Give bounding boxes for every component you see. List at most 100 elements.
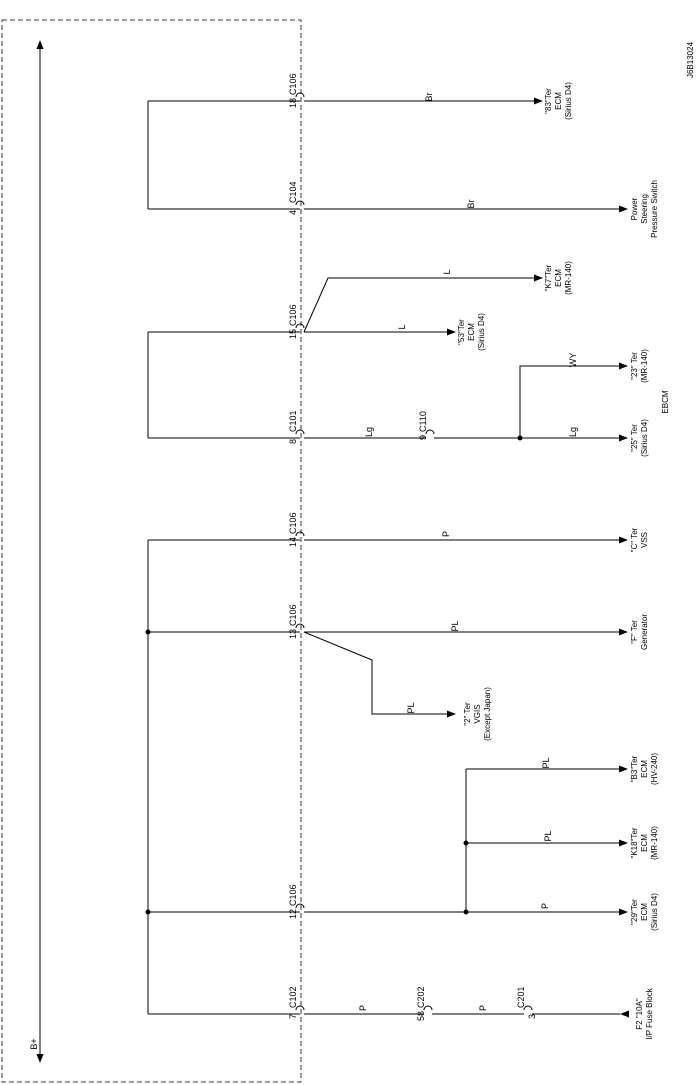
terminal-generator: "F" Ter Generator bbox=[630, 614, 649, 650]
wire-color-label: Br bbox=[466, 199, 476, 208]
junction-dot bbox=[145, 629, 151, 635]
terminal-line: VSS bbox=[640, 532, 649, 548]
terminal-line: (HV-240) bbox=[650, 753, 659, 785]
terminal-line: ECM bbox=[554, 92, 563, 110]
terminal-line: "2" Ter bbox=[463, 702, 472, 726]
terminal-line: ECM bbox=[467, 323, 476, 341]
connector-pin: 13 bbox=[288, 629, 298, 639]
connector-name: C106 bbox=[288, 304, 298, 326]
terminal-arrow bbox=[619, 765, 628, 773]
connector-pin: 58 bbox=[416, 1011, 426, 1021]
connector-symbol bbox=[425, 429, 435, 435]
wire-color-label: P bbox=[441, 531, 451, 537]
connector-symbol bbox=[295, 92, 305, 98]
terminal-line: F2 "10A" bbox=[635, 998, 644, 1030]
connector-symbol bbox=[295, 429, 305, 435]
terminal-ecm-83: "83"Ter ECM (Sirius D4) bbox=[544, 82, 573, 120]
connector-name: C106 bbox=[288, 604, 298, 626]
bplus-bus-arrow-bottom bbox=[36, 1054, 44, 1063]
terminal-power-steering-switch: Power Steering Pressure Switch bbox=[630, 180, 659, 238]
terminal-arrow bbox=[619, 908, 628, 916]
terminal-line: (Sirius D4) bbox=[477, 313, 486, 351]
fuse-arrow bbox=[620, 1010, 629, 1018]
terminal-arrow bbox=[619, 205, 628, 213]
connector-pin: 15 bbox=[288, 329, 298, 339]
terminal-line: "29"Ter bbox=[630, 899, 639, 925]
wire-pl-vgis bbox=[303, 631, 448, 715]
wire-color-label: PL bbox=[406, 702, 416, 713]
connector-symbol bbox=[523, 1005, 533, 1011]
terminal-line: (Sirius D4) bbox=[564, 82, 573, 120]
terminal-line: VGIS bbox=[473, 704, 482, 723]
connector-name: C104 bbox=[288, 181, 298, 203]
terminal-arrow bbox=[534, 274, 543, 282]
terminal-vss: "C" Ter VSS bbox=[630, 527, 649, 552]
terminal-line: Generator bbox=[640, 614, 649, 650]
connector-pin: 7 bbox=[288, 1014, 298, 1019]
wire-color-label: L bbox=[442, 269, 452, 274]
terminal-arrow bbox=[619, 434, 628, 442]
bplus-bus-arrow-top bbox=[36, 40, 44, 49]
connector-pin: 18 bbox=[288, 98, 298, 108]
document-id: J6B13024 bbox=[686, 41, 695, 78]
connector-symbol bbox=[295, 200, 305, 206]
wire-color-label: P bbox=[478, 1005, 488, 1011]
connector-pin: 3 bbox=[527, 1014, 537, 1019]
connector-pin: 14 bbox=[288, 537, 298, 547]
terminal-line: "B3"Ter bbox=[630, 755, 639, 782]
connector-name: C106 bbox=[288, 884, 298, 906]
connector-name: C106 bbox=[288, 512, 298, 534]
terminal-ecm-29: "29"Ter ECM (Sirius D4) bbox=[630, 893, 659, 931]
connector-pin: 12 bbox=[288, 909, 298, 919]
wire-color-label: PL bbox=[450, 620, 460, 631]
terminal-line: "K7"Ter bbox=[544, 264, 553, 291]
bplus-bus-label: B+ bbox=[29, 1038, 39, 1049]
wire-color-label: P bbox=[540, 903, 550, 909]
terminal-fuse-block: F2 "10A" I/P Fuse Block bbox=[635, 987, 654, 1039]
connector-name: C110 bbox=[418, 411, 428, 432]
terminal-arrow bbox=[447, 328, 456, 336]
connector-symbol bbox=[295, 1005, 305, 1011]
terminal-ecm-53: "53"Ter ECM (Sirius D4) bbox=[457, 313, 486, 351]
terminal-line: (Sirius D4) bbox=[640, 419, 649, 457]
wire-color-label: P bbox=[358, 1005, 368, 1011]
terminal-line: "83"Ter bbox=[544, 88, 553, 114]
terminal-arrow bbox=[619, 536, 628, 544]
terminal-ebcm-25: "25" Ter (Sirius D4) bbox=[630, 419, 649, 457]
terminal-line: "23" Ter bbox=[630, 352, 639, 380]
terminal-arrow bbox=[619, 628, 628, 636]
connector-name: C102 bbox=[288, 986, 298, 1008]
connector-symbol bbox=[295, 531, 305, 537]
terminal-arrow bbox=[619, 839, 628, 847]
connector-pin: 4 bbox=[288, 210, 298, 215]
wire-color-label: Lg bbox=[364, 427, 374, 437]
terminal-line: Pressure Switch bbox=[650, 180, 659, 238]
connector-symbol bbox=[295, 323, 305, 329]
terminal-vgis: "2" Ter VGIS (Except Japan) bbox=[463, 687, 492, 741]
terminal-line: "53"Ter bbox=[457, 319, 466, 345]
connector-symbol bbox=[295, 623, 305, 629]
terminal-line: (MR-140) bbox=[640, 349, 649, 383]
terminal-line: "C" Ter bbox=[630, 527, 639, 552]
terminal-ecm-k7: "K7"Ter ECM (MR-140) bbox=[544, 261, 573, 295]
connector-name: C101 bbox=[288, 410, 298, 432]
terminal-line: I/P Fuse Block bbox=[645, 987, 654, 1039]
terminal-line: (MR-140) bbox=[650, 826, 659, 860]
terminal-arrow bbox=[619, 362, 628, 370]
wire-color-label: Lg bbox=[568, 427, 578, 437]
terminal-ebcm-23: "23" Ter (MR-140) bbox=[630, 349, 649, 383]
connector-symbol bbox=[423, 1005, 433, 1011]
wire-color-label: PL bbox=[541, 757, 551, 768]
connector-pin: 8 bbox=[288, 439, 298, 444]
wire-color-label: Br bbox=[424, 92, 434, 101]
terminal-ecm-b3: "B3"Ter ECM (HV-240) bbox=[630, 753, 659, 785]
connector-name: C106 bbox=[288, 73, 298, 95]
terminal-line: "K18"Ter bbox=[630, 827, 639, 858]
connector-name: C202 bbox=[416, 986, 426, 1008]
terminal-line: ECM bbox=[554, 269, 563, 287]
terminal-line: EBCM bbox=[661, 390, 670, 413]
terminal-line: (Except Japan) bbox=[483, 687, 492, 741]
terminal-ebcm-label: EBCM bbox=[661, 390, 670, 413]
junction-dot bbox=[145, 909, 151, 915]
